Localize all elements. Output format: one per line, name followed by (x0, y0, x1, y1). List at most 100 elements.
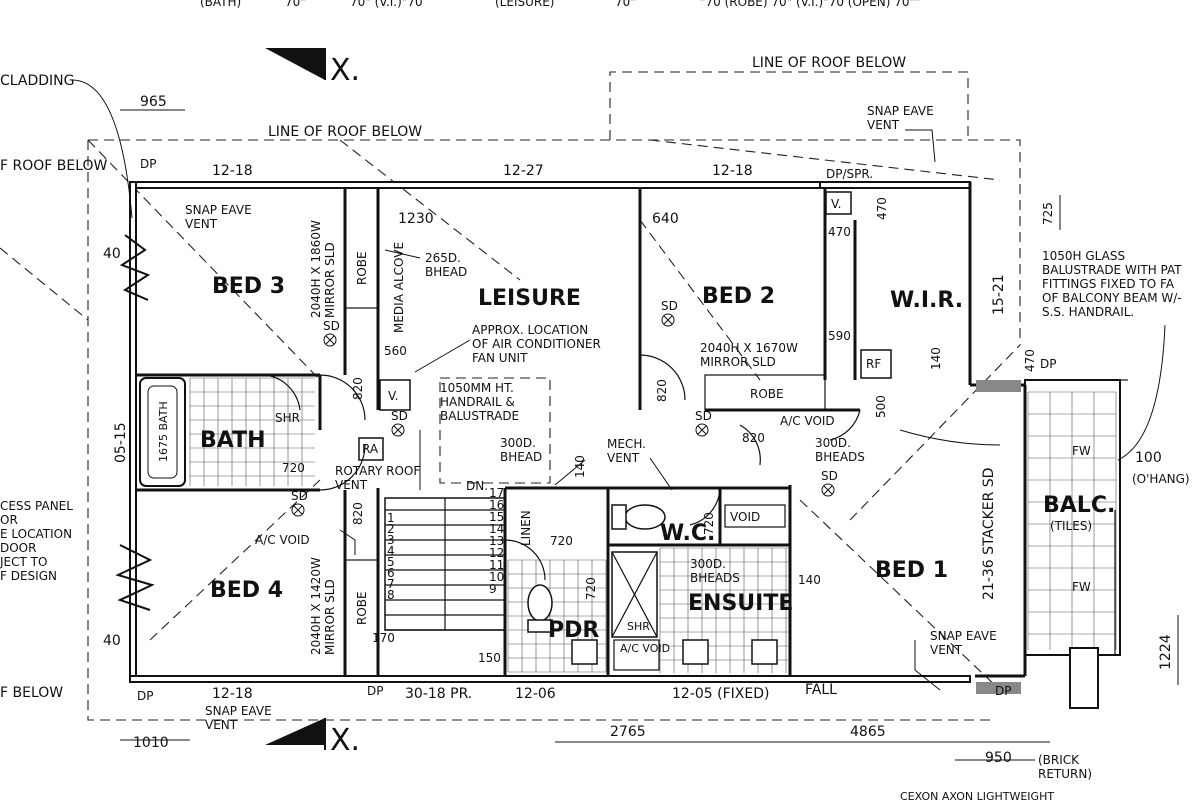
stair-number: 5 (387, 555, 395, 569)
dim-640: 640 (652, 211, 679, 227)
smoke-detector-cross (293, 505, 303, 515)
window-code: 05-15 (113, 422, 129, 463)
smoke-detector-icon (695, 423, 709, 437)
note-dp: DP (1040, 357, 1056, 371)
vanity-label: V. (388, 389, 398, 403)
stair-number: 7 (387, 577, 395, 591)
dim-725: 725 (1041, 202, 1055, 225)
fixtures (358, 191, 892, 671)
dim-720: 720 (702, 512, 716, 535)
dim-720: 720 (282, 461, 305, 475)
room-label-bath: BATH (200, 428, 266, 453)
note-dp: DP (137, 689, 153, 703)
top-strip-text: (BATH) (200, 0, 241, 9)
note-mirror-bed3: 2040H X 1860WMIRROR SLD (309, 220, 337, 318)
interior-walls (136, 187, 860, 677)
stair-number: 2 (387, 522, 395, 536)
room-label-leisure: LEISURE (478, 286, 581, 311)
dim-40: 40 (103, 246, 121, 262)
smoke-detector-cross (325, 335, 335, 345)
note-bhead-300: 300D.BHEAD (500, 436, 542, 464)
note-clipped: CEXON AXON LIGHTWEIGHT (900, 790, 1054, 800)
stair-number: 1 (387, 511, 395, 525)
shower-label: SHR (627, 620, 650, 633)
stair-number: 3 (387, 533, 395, 547)
window-code: 21-36 STACKER SD (981, 468, 997, 600)
balcony-tiles-label: (TILES) (1050, 519, 1092, 533)
dim-820: 820 (351, 377, 365, 400)
smoke-detector-cross (663, 315, 673, 325)
robe-label: ROBE (355, 591, 369, 625)
dim-1224: 1224 (1158, 634, 1174, 670)
note-roof-below: F BELOW (0, 685, 63, 701)
note-dp: DP (140, 157, 156, 171)
note-line-roof-below: LINE OF ROOF BELOW (752, 55, 906, 71)
dim-1010: 1010 (133, 735, 169, 751)
dim-820: 820 (742, 431, 765, 445)
bath-tiles (189, 377, 315, 486)
sd-label: SD (323, 319, 340, 333)
window-code: 30-18 PR. (405, 686, 472, 702)
note-dp: DP (995, 684, 1011, 698)
room-label-wir: W.I.R. (890, 288, 963, 313)
hatching (115, 234, 155, 611)
smoke-detector-icon (391, 423, 405, 437)
top-strip-text: 70" (V.I.)"70 (350, 0, 423, 9)
dim-140: 140 (573, 455, 587, 478)
room-label-bed2: BED 2 (702, 284, 775, 309)
room-label-bed3: BED 3 (212, 274, 285, 299)
sd-label: SD (821, 469, 838, 483)
note-ac-void: A/C VOID (780, 414, 835, 428)
top-strip-text: 70" (285, 0, 306, 9)
smoke-detector-icon (821, 483, 835, 497)
dim-470: 470 (828, 225, 851, 239)
dim-4865: 4865 (850, 724, 886, 740)
bathtub: 1675 BATH (139, 377, 186, 487)
note-ac-void: A/C VOID (255, 533, 310, 547)
top-strip: (BATH) 70" 70" (V.I.)"70 (LEISURE) 70" "… (200, 0, 921, 9)
note-fall: FALL (805, 682, 837, 698)
dim-590: 590 (828, 329, 851, 343)
dim-1230: 1230 (398, 211, 434, 227)
smoke-detector-icon (323, 333, 337, 347)
vanity-label: V. (831, 197, 841, 211)
ac-void-label: A/C VOID (620, 642, 670, 655)
section-label: X. (330, 723, 360, 758)
window-code: 12-27 (503, 163, 544, 179)
balcony (976, 379, 1128, 709)
note-fw: FW (1072, 580, 1091, 594)
section-marker-bottom: X. (265, 718, 360, 758)
room-label-pdr: PDR (548, 618, 599, 643)
door-swings (254, 354, 861, 581)
sd-label: SD (695, 409, 712, 423)
section-label: X. (330, 53, 360, 88)
ra-label: RA (362, 442, 379, 456)
balcony-tiles (1027, 391, 1117, 650)
stair-number: 6 (387, 566, 395, 580)
window-code: 12-18 (212, 686, 253, 702)
dim-965: 965 (140, 94, 167, 110)
dim-150: 150 (478, 651, 501, 665)
smoke-detector-cross (393, 425, 403, 435)
dim-820: 820 (655, 379, 669, 402)
smoke-detector-icon (661, 313, 675, 327)
media-alcove-label: MEDIA ALCOVE (392, 242, 406, 333)
dim-500: 500 (874, 395, 888, 418)
void-label: VOID (730, 510, 760, 524)
dim-720: 720 (584, 577, 598, 600)
bath-fixture-label: 1675 BATH (157, 401, 170, 462)
dim-100: 100 (1135, 450, 1162, 466)
stair-number: 13 (489, 534, 504, 548)
stair-number: 11 (489, 558, 504, 572)
